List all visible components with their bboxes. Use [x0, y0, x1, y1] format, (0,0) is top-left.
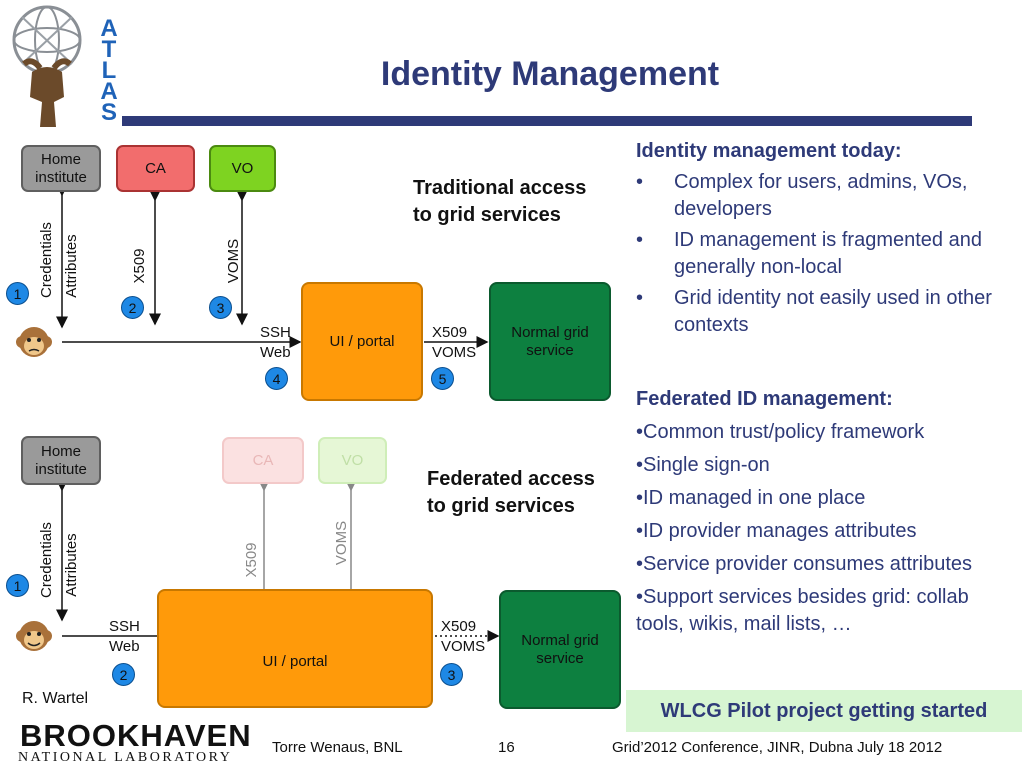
bullet: •	[636, 487, 644, 509]
ui-portal-box: UI / portal	[157, 589, 433, 708]
step-number: 3	[440, 663, 463, 686]
home-institute-box: Home institute	[21, 436, 101, 485]
footer-conference: Grid’2012 Conference, JINR, Dubna July 1…	[612, 739, 943, 756]
list-item-text: ID provider manages attributes	[643, 520, 917, 542]
home-institute-box: Home institute	[21, 145, 101, 192]
bullet: •	[636, 586, 644, 608]
traditional-heading-line1: Traditional access	[413, 177, 587, 199]
bullet: •	[636, 454, 644, 476]
bullet: •	[636, 553, 644, 575]
bullet: •	[636, 229, 644, 251]
wlcg-pilot-banner: WLCG Pilot project getting started	[626, 690, 1022, 732]
footer-author: Torre Wenaus, BNL	[272, 739, 403, 756]
user-monkey-icon	[14, 616, 54, 661]
voms-vertical-label: VOMS	[225, 238, 242, 284]
today-heading: Identity management today:	[636, 140, 902, 162]
list-item: • Complex for users, admins, VOs, develop…	[636, 169, 1016, 223]
credentials-label: Credentials	[38, 222, 55, 298]
step-number: 2	[112, 663, 135, 686]
atlas-letter: A	[100, 15, 118, 42]
federated-heading-line1: Federated access	[427, 468, 595, 490]
atlas-statue-icon	[12, 5, 82, 127]
brookhaven-logo-sub: NATIONAL LABORATORY	[18, 750, 233, 765]
atlas-logo	[2, 2, 122, 132]
vo-box-faint: VO	[318, 437, 387, 484]
ui-portal-box: UI / portal	[301, 282, 423, 401]
title-divider	[122, 116, 972, 126]
atlas-letter: L	[101, 57, 117, 84]
list-item-text: Common trust/policy framework	[643, 421, 925, 443]
x509-vertical-label: X509	[131, 248, 148, 284]
web-label: Web	[260, 344, 291, 361]
step-number: 1	[6, 574, 29, 597]
brookhaven-logo-word: BROOKHAVEN	[20, 718, 252, 753]
list-item: • Grid identity not easily used in other …	[636, 285, 1016, 339]
x509-vertical-label: X509	[243, 542, 260, 578]
voms-label: VOMS	[441, 638, 486, 655]
list-item: •Service provider consumes attributes	[636, 551, 1016, 578]
x509-label: X509	[441, 618, 477, 635]
traditional-heading-line2: to grid services	[413, 204, 561, 226]
list-item-text: Single sign-on	[643, 454, 770, 476]
normal-grid-service-box: Normal grid service	[489, 282, 611, 401]
bullet: •	[636, 421, 644, 443]
step-number: 1	[6, 282, 29, 305]
bullet: •	[636, 287, 644, 309]
credit-text: R. Wartel	[22, 690, 89, 707]
voms-label: VOMS	[432, 344, 477, 361]
ssh-label: SSH	[260, 324, 291, 341]
list-item-text: ID management is fragmented and generall…	[674, 229, 982, 278]
list-item-text: Service provider consumes attributes	[643, 553, 973, 575]
voms-vertical-label: VOMS	[333, 520, 350, 566]
normal-grid-service-box: Normal grid service	[499, 590, 621, 709]
page-title: Identity Management	[380, 55, 720, 93]
list-item: •Support services besides grid: collab t…	[636, 584, 1016, 638]
user-monkey-icon	[14, 322, 54, 367]
ssh-label: SSH	[109, 618, 140, 635]
list-item-text: Support services besides grid: collab to…	[636, 586, 969, 635]
attributes-label: Attributes	[63, 234, 80, 298]
list-item-text: ID managed in one place	[643, 487, 866, 509]
step-number: 5	[431, 367, 454, 390]
step-number: 2	[121, 296, 144, 319]
atlas-letter: A	[100, 78, 118, 105]
list-item: •ID managed in one place	[636, 485, 1016, 512]
step-number: 3	[209, 296, 232, 319]
vo-box: VO	[209, 145, 276, 192]
list-item-text: Grid identity not easily used in other c…	[674, 287, 992, 336]
web-label: Web	[109, 638, 140, 655]
atlas-wordmark: A T L A S	[97, 15, 121, 126]
atlas-letter: T	[101, 36, 117, 63]
bullet: •	[636, 520, 644, 542]
list-item: •Single sign-on	[636, 452, 1016, 479]
x509-label: X509	[432, 324, 468, 341]
list-item: •ID provider manages attributes	[636, 518, 1016, 545]
footer-page-number: 16	[498, 739, 515, 756]
federated-heading-line2: to grid services	[427, 495, 575, 517]
right-text-column: Identity management today: • Complex for …	[636, 138, 1016, 638]
bullet: •	[636, 171, 644, 193]
ca-box-faint: CA	[222, 437, 304, 484]
fed-heading: Federated ID management:	[636, 388, 893, 410]
credentials-label: Credentials	[38, 522, 55, 598]
list-item-text: Complex for users, admins, VOs, develope…	[674, 171, 968, 220]
attributes-label: Attributes	[63, 533, 80, 597]
list-item: •Common trust/policy framework	[636, 419, 1016, 446]
atlas-letter: S	[100, 99, 117, 126]
step-number: 4	[265, 367, 288, 390]
ca-box: CA	[116, 145, 195, 192]
list-item: • ID management is fragmented and general…	[636, 227, 1016, 281]
